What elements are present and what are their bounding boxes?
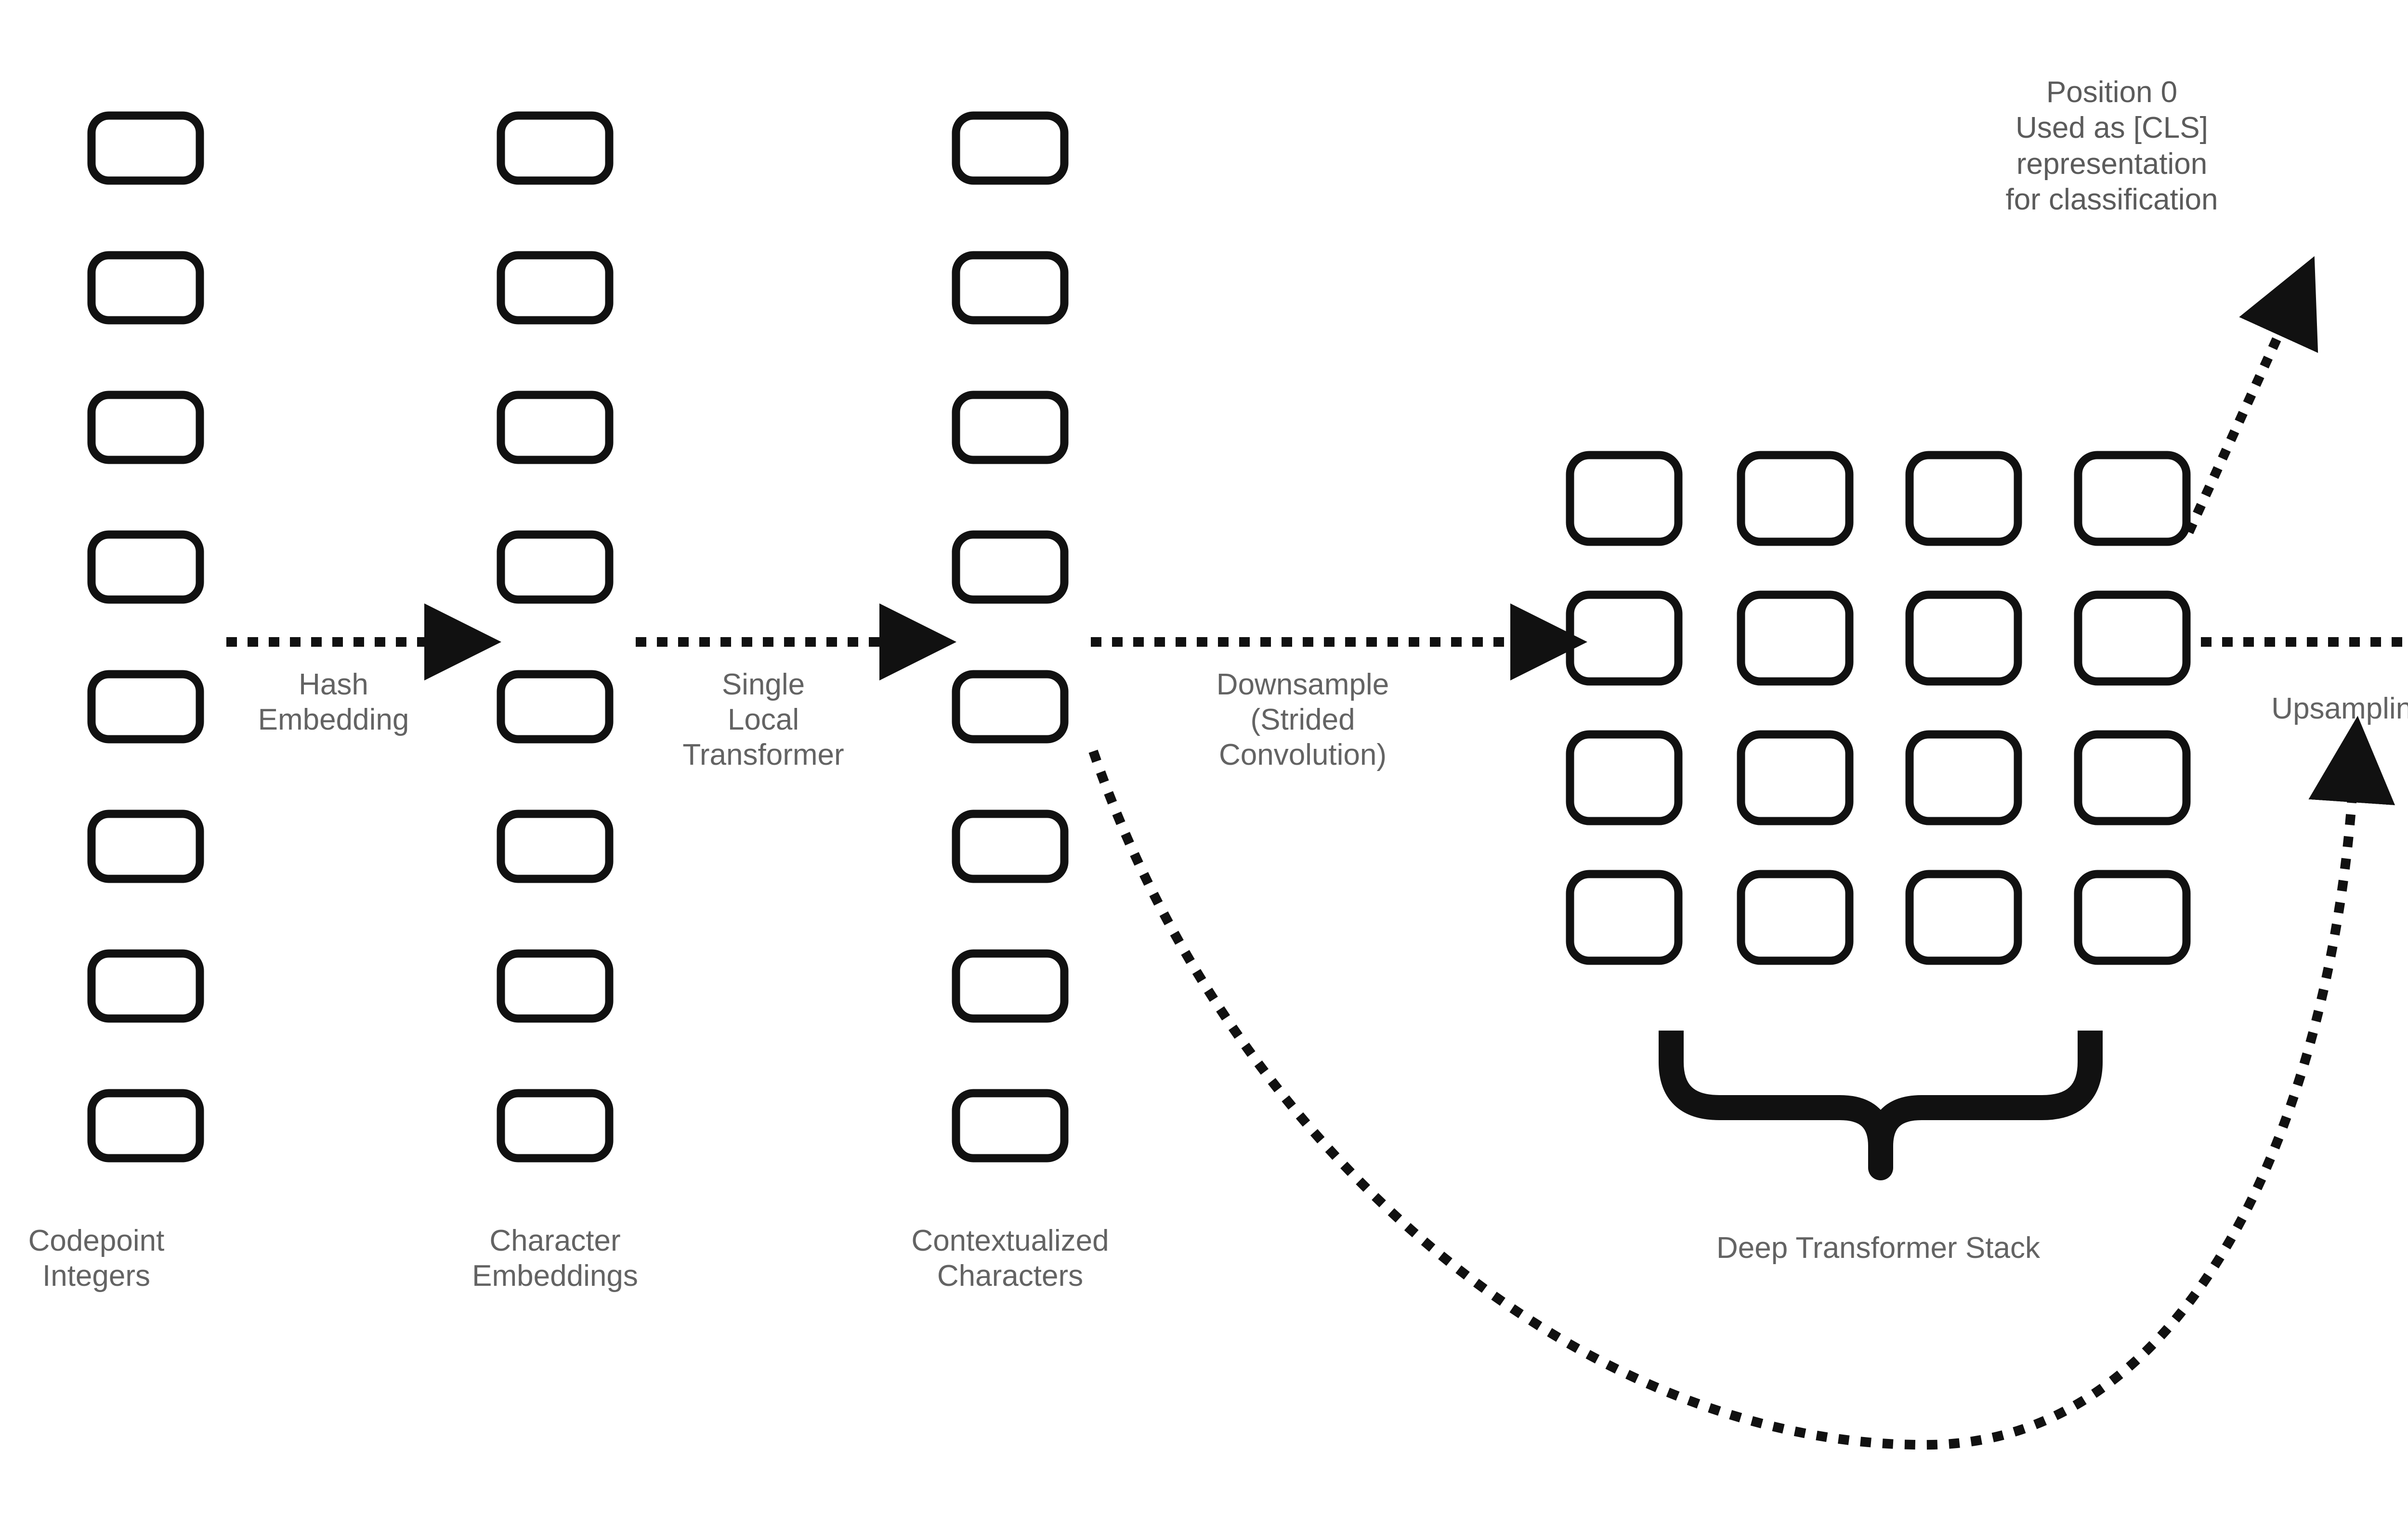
column-contextualized-characters-boxes — [952, 111, 1069, 1163]
annotation-position-zero-cls: Position 0 Used as [CLS] representation … — [2005, 76, 2218, 217]
arrow-label-hash-embedding: Hash Embedding — [258, 668, 409, 737]
arrow-position-zero-cls — [2184, 256, 2318, 535]
column-label-deep-transformer-stack: Deep Transformer Stack — [1716, 1231, 2040, 1265]
arrow-label-single-local-transformer: Single Local Transformer — [682, 668, 844, 772]
column-label-codepoint-integers: Codepoint Integers — [28, 1224, 165, 1293]
column-character-embeddings-boxes — [497, 111, 614, 1163]
arrow-label-upsampling: Upsampling — [2271, 692, 2408, 725]
arrow-residual-skip — [1088, 716, 2395, 1450]
deep-transformer-stack-brace — [1659, 1031, 2103, 1180]
deep-transformer-stack-grid — [1566, 451, 2191, 965]
arrow-label-downsample: Downsample (Strided Convolution) — [1216, 668, 1389, 772]
column-label-character-embeddings: Character Embeddings — [472, 1224, 638, 1293]
column-codepoint-integers-boxes — [87, 111, 204, 1163]
column-label-contextualized-characters: Contextualized Characters — [911, 1224, 1109, 1293]
